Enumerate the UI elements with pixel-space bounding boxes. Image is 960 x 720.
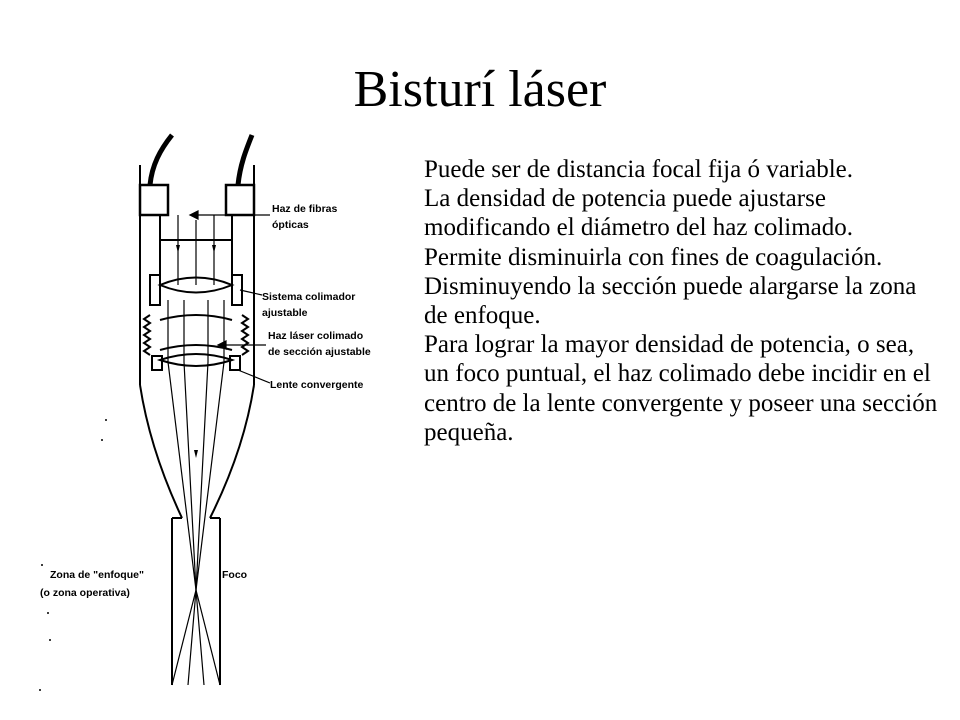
paragraph: Disminuyendo la sección puede alargarse …: [424, 272, 917, 330]
housing-top-right: [224, 183, 256, 217]
beam-ray-right: [171, 300, 225, 686]
label-zona-2: (o zona operativa): [40, 587, 130, 599]
paragraph: Puede ser de distancia focal fija ó vari…: [424, 156, 853, 183]
housing-top-left: [138, 183, 170, 217]
label-fibras-1: Haz de fibras: [272, 203, 338, 215]
beam-ray-left: [167, 300, 221, 686]
label-haz-colimado-1: Haz láser colimado: [268, 330, 363, 342]
cone-left: [139, 384, 183, 519]
paragraph: La densidad de potencia puede ajustarse …: [424, 185, 854, 242]
converging-lens: [156, 353, 236, 367]
cone-right: [209, 384, 255, 519]
paragraph: Para lograr la mayor densidad de potenci…: [424, 331, 938, 446]
paragraph: Permite disminuirla con fines de coagula…: [424, 243, 883, 271]
slide-title: Bisturí láser: [353, 61, 607, 118]
label-foco: Foco: [222, 569, 247, 581]
label-lente: Lente convergente: [270, 379, 364, 391]
fiber-cable-left: [147, 133, 174, 186]
spring-right: [240, 314, 250, 356]
label-colimador-1: Sistema colimador: [262, 291, 355, 303]
body-text: Puede ser de distancia focal fija ó vari…: [424, 155, 944, 447]
label-haz-colimado-2: de sección ajustable: [268, 346, 371, 358]
label-colimador-2: ajustable: [262, 307, 308, 319]
fiber-cable-right: [235, 134, 255, 186]
spring-left: [142, 314, 152, 356]
label-fibras-2: ópticas: [272, 219, 309, 231]
laser-scalpel-diagram: Haz de fibras ópticas Sistema colimador …: [39, 133, 371, 691]
label-zona-1: Zona de "enfoque": [50, 569, 144, 581]
